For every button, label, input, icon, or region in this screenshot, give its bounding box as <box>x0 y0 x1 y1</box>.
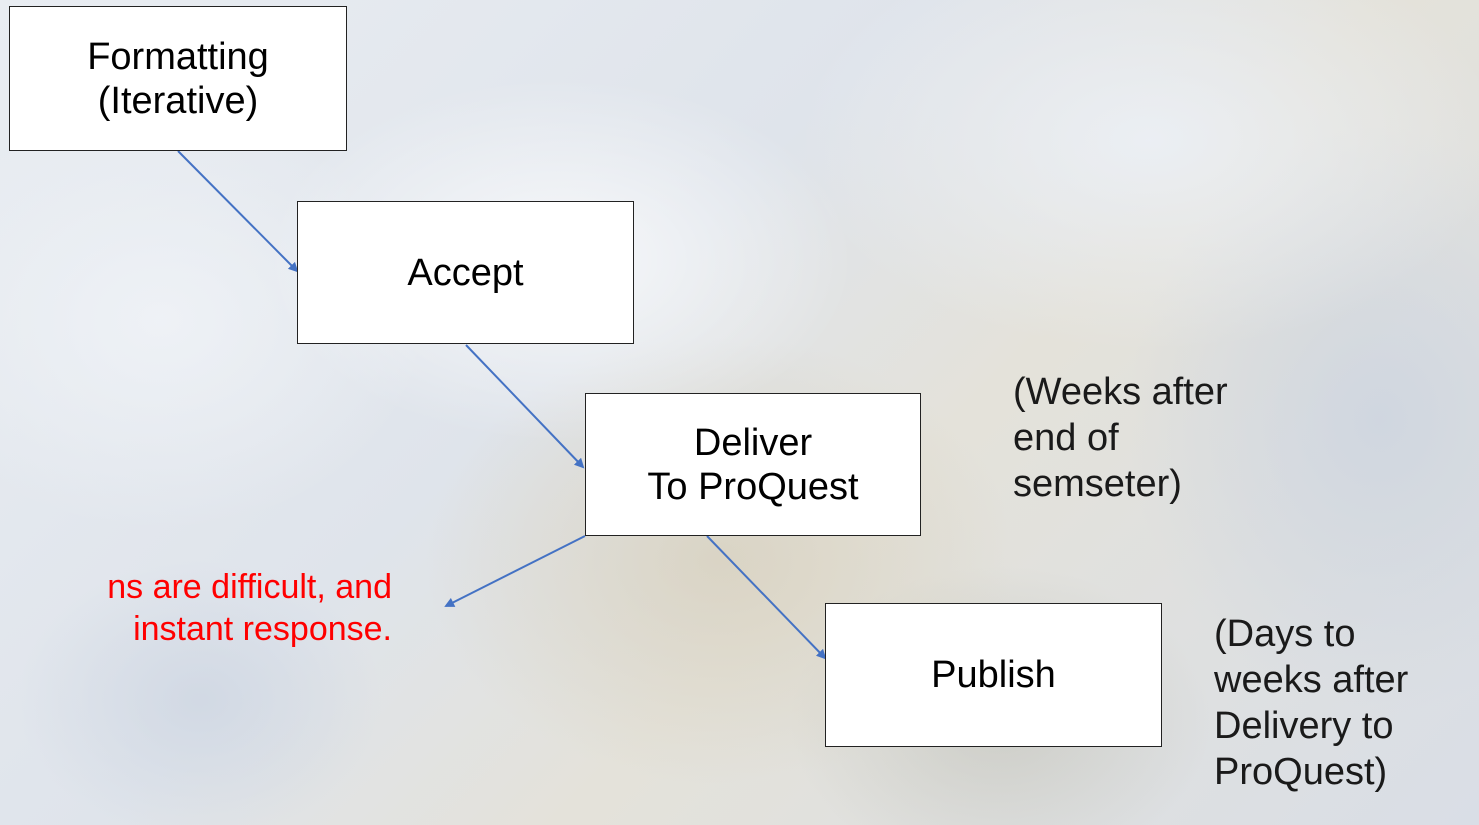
node-publish: Publish <box>825 603 1162 747</box>
note-publish-timing-line3: Delivery to <box>1214 705 1394 747</box>
warning-text-line1: ns are difficult, and <box>107 568 392 606</box>
node-deliver-line1: Deliver <box>693 421 813 464</box>
note-publish-timing-line1: (Days to <box>1214 613 1356 655</box>
node-accept-label: Accept <box>407 251 524 294</box>
note-publish-timing-line2: weeks after <box>1214 659 1409 701</box>
note-deliver-timing-line1: (Weeks after <box>1013 371 1228 413</box>
note-deliver-timing-line3: semseter) <box>1013 463 1182 505</box>
note-deliver-timing: (Weeks after end of semseter) <box>1013 369 1228 507</box>
arrow-formatting-to-accept <box>177 150 299 273</box>
node-accept: Accept <box>297 201 634 344</box>
warning-text: ns are difficult, and instant response. <box>107 566 392 650</box>
node-formatting-line1: Formatting <box>87 35 269 78</box>
node-formatting-line2: (Iterative) <box>97 79 259 122</box>
arrow-accept-to-deliver <box>465 344 585 469</box>
warning-text-line2: instant response. <box>133 610 392 648</box>
node-deliver-line2: To ProQuest <box>647 465 859 508</box>
node-publish-label: Publish <box>931 654 1056 696</box>
note-deliver-timing-line2: end of <box>1013 417 1119 459</box>
note-publish-timing: (Days to weeks after Delivery to ProQues… <box>1214 611 1408 795</box>
arrow-deliver-to-warning <box>444 535 586 607</box>
node-formatting: Formatting (Iterative) <box>9 6 347 151</box>
arrow-deliver-to-publish <box>706 535 827 660</box>
node-deliver: Deliver To ProQuest <box>585 393 921 536</box>
note-publish-timing-line4: ProQuest) <box>1214 751 1388 793</box>
